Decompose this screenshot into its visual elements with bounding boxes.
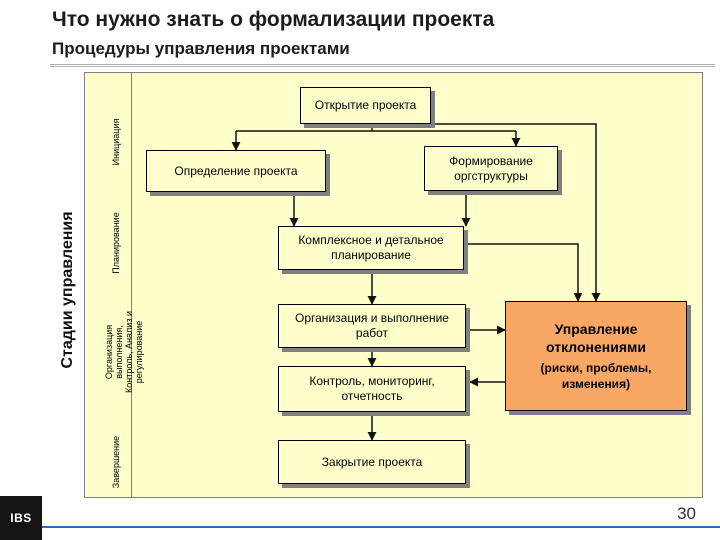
page-number: 30	[677, 504, 696, 523]
stage-column	[84, 72, 132, 498]
deviation-title: Управление отклонениями	[546, 321, 646, 355]
arrow-planning-to-deviation	[466, 243, 583, 302]
page-subtitle: Процедуры управления проектами	[52, 39, 350, 58]
ibs-logo: IBS	[0, 496, 42, 540]
page-title: Что нужно знать о формализации проекта	[52, 8, 495, 31]
node-planning: Комплексное и детальное планирование	[278, 226, 464, 270]
node-execution: Организация и выполнение работ	[278, 304, 466, 348]
title-divider	[50, 64, 715, 67]
node-closing: Закрытие проекта	[278, 440, 466, 484]
arrow-open-to-deviation	[431, 123, 601, 302]
footer-accent-line	[42, 526, 720, 528]
node-control: Контроль, мониторинг, отчетность	[278, 366, 466, 412]
diagram-frame	[84, 72, 703, 498]
node-project-definition: Определение проекта	[146, 150, 326, 192]
deviation-detail: (риски, проблемы, изменения)	[540, 361, 652, 391]
node-project-opening: Открытие проекта	[300, 87, 431, 124]
node-org-structure: Формирование оргструктуры	[424, 146, 558, 191]
node-deviation-management: Управление отклонениями (риски, проблемы…	[505, 301, 687, 411]
